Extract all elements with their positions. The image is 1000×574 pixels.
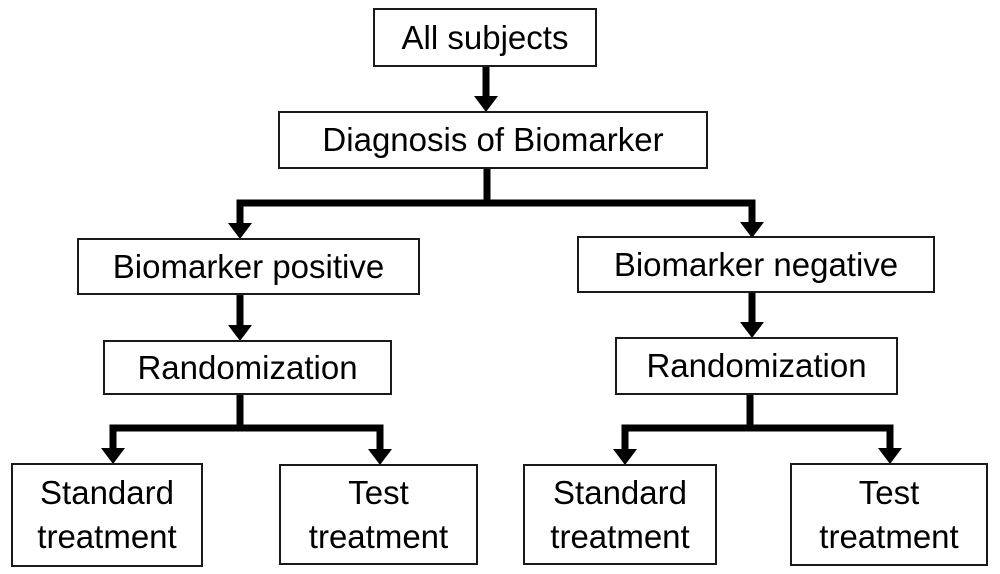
node-biomarker-positive-label: Biomarker positive <box>112 247 385 285</box>
node-all-subjects: All subjects <box>373 8 597 67</box>
node-test-treatment-right: Test treatment <box>790 463 988 566</box>
arrow-randomization-left-branch <box>101 395 392 465</box>
node-standard-treatment-left: Standard treatment <box>11 463 203 567</box>
node-all-subjects-label: All subjects <box>401 18 569 56</box>
node-randomization-left-label: Randomization <box>137 348 358 386</box>
node-biomarker-positive: Biomarker positive <box>77 238 420 295</box>
arrow-all-subjects-to-diagnosis <box>474 67 498 112</box>
node-standard-treatment-right: Standard treatment <box>523 464 717 565</box>
arrow-negative-to-randomization <box>740 293 764 338</box>
arrow-positive-to-randomization <box>228 295 252 341</box>
node-standard-treatment-left-label: Standard treatment <box>37 474 177 555</box>
arrow-randomization-right-branch <box>613 395 902 465</box>
node-randomization-right-label: Randomization <box>646 347 867 384</box>
node-test-treatment-left-label: Test treatment <box>308 473 449 555</box>
node-test-treatment-left: Test treatment <box>279 464 478 565</box>
node-test-treatment-right-label: Test treatment <box>819 473 959 555</box>
node-randomization-left: Randomization <box>103 340 392 395</box>
node-biomarker-negative-label: Biomarker negative <box>613 245 899 283</box>
node-diagnosis-of-biomarker-label: Diagnosis of Biomarker <box>322 121 664 158</box>
node-biomarker-negative: Biomarker negative <box>577 236 935 293</box>
node-diagnosis-of-biomarker: Diagnosis of Biomarker <box>278 111 708 169</box>
node-randomization-right: Randomization <box>615 337 898 395</box>
node-standard-treatment-right-label: Standard treatment <box>550 473 690 555</box>
arrow-diagnosis-branch <box>228 169 764 239</box>
